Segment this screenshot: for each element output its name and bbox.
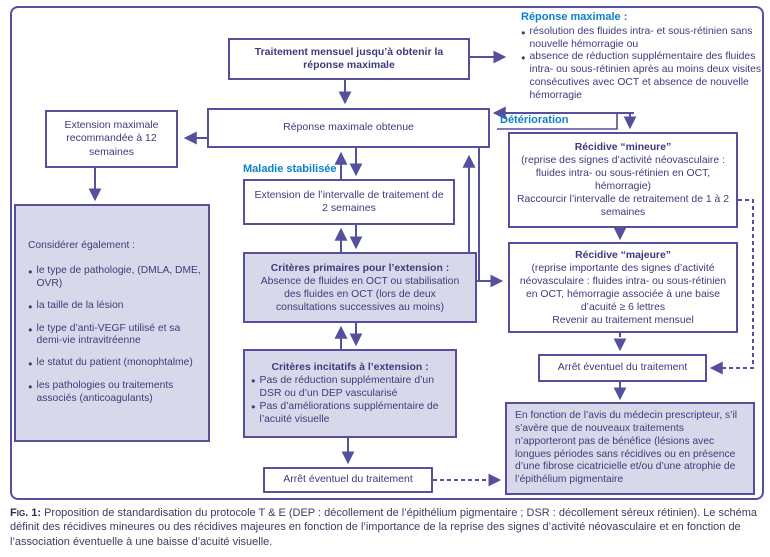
minor-recurrence-body: (reprise des signes d’activité néovascul… <box>521 155 725 192</box>
list-item-text: absence de réduction supplémentaire des … <box>529 51 762 102</box>
max-response-note-list: résolution des fluides intra- et sous-ré… <box>521 26 764 103</box>
physician-note-box: En fonction de l’avis du médecin prescri… <box>505 402 755 495</box>
major-recurrence-title: Récidive “majeure” <box>575 249 671 261</box>
incentive-criteria-list: Pas de réduction supplémentaire d’un DSR… <box>251 374 449 426</box>
stabilized-disease-label: Maladie stabilisée <box>243 163 337 175</box>
diagram-frame <box>10 6 764 500</box>
primary-criteria-body: Absence de fluides en OCT ou stabilisati… <box>260 275 460 313</box>
figure-caption-label: Fig. 1: <box>10 507 42 519</box>
consider-list: le type de pathologie, (DMLA, DME, OVR) … <box>28 265 202 406</box>
bullet-icon <box>28 357 33 371</box>
major-recurrence-action: Revenir au traitement mensuel <box>552 314 694 326</box>
major-recurrence-body: (reprise importante des signes d’activit… <box>519 262 727 313</box>
figure-caption-text: Proposition de standardisation du protoc… <box>10 507 757 548</box>
major-recurrence-box: Récidive “majeure” (reprise importante d… <box>508 242 738 333</box>
list-item-text: Pas d’améliorations supplémentaire de l’… <box>259 401 439 425</box>
consider-box: Considérer également : le type de pathol… <box>14 204 210 442</box>
list-item-text: la taille de la lésion <box>36 299 124 311</box>
bullet-icon <box>28 265 33 279</box>
list-item-text: le type de pathologie, (DMLA, DME, OVR) <box>36 264 201 289</box>
interval-extension-box: Extension de l’intervalle de traitement … <box>243 179 455 225</box>
monthly-treatment-box: Traitement mensuel jusqu’à obtenir la ré… <box>228 38 470 80</box>
primary-criteria-box: Critères primaires pour l’extension : Ab… <box>243 252 477 323</box>
list-item-text: le statut du patient (monophtalme) <box>36 357 193 369</box>
list-item-text: résolution des fluides intra- et sous-ré… <box>529 25 753 50</box>
list-item: résolution des fluides intra- et sous-ré… <box>521 26 764 52</box>
figure-caption: Fig. 1:Proposition de standardisation du… <box>10 506 762 549</box>
stop-treatment-center-box: Arrêt éventuel du traitement <box>263 467 433 493</box>
list-item: le type d’anti-VEGF utilisé et sa demi-v… <box>28 323 202 349</box>
bullet-icon <box>28 323 33 337</box>
max-extension-box: Extension maximale recommandée à 12 sema… <box>45 110 178 168</box>
list-item: Pas de réduction supplémentaire d’un DSR… <box>251 374 449 400</box>
list-item: Pas d’améliorations supplémentaire de l’… <box>251 400 449 426</box>
deterioration-label: Détérioration <box>500 114 569 126</box>
bullet-icon <box>251 400 256 413</box>
bullet-icon <box>521 51 526 65</box>
max-response-note: Réponse maximale : résolution des fluide… <box>521 11 764 103</box>
deterioration-underline <box>497 114 618 130</box>
consider-title: Considérer également : <box>28 240 136 252</box>
list-item-text: les pathologies ou traitements associés … <box>36 380 174 404</box>
list-item: absence de réduction supplémentaire des … <box>521 51 764 103</box>
bullet-icon <box>521 26 526 40</box>
monthly-treatment-text: Traitement mensuel jusqu’à obtenir la ré… <box>254 45 444 71</box>
list-item: la taille de la lésion <box>28 300 202 314</box>
physician-note-text: En fonction de l’avis du médecin prescri… <box>515 410 738 486</box>
max-response-note-title: Réponse maximale : <box>521 11 628 23</box>
minor-recurrence-action: Raccourcir l’intervalle de retraitement … <box>517 194 729 218</box>
list-item-text: Pas de réduction supplémentaire d’un DSR… <box>259 375 434 399</box>
list-item: le type de pathologie, (DMLA, DME, OVR) <box>28 265 202 291</box>
max-extension-text: Extension maximale recommandée à 12 sema… <box>64 119 159 158</box>
minor-recurrence-box: Récidive “mineure” (reprise des signes d… <box>508 132 738 228</box>
interval-extension-text: Extension de l’intervalle de traitement … <box>254 188 444 214</box>
incentive-criteria-title: Critères incitatifs à l’extension : <box>271 362 429 373</box>
minor-recurrence-title: Récidive “mineure” <box>574 142 672 153</box>
primary-criteria-title: Critères primaires pour l’extension : <box>270 262 450 274</box>
max-response-obtained-box: Réponse maximale obtenue <box>207 108 490 148</box>
stop-treatment-right-box: Arrêt éventuel du traitement <box>538 354 707 382</box>
bullet-icon <box>28 300 33 314</box>
bullet-icon <box>251 374 256 387</box>
arrow-response-to-major <box>478 148 504 288</box>
stop-treatment-right-text: Arrêt éventuel du traitement <box>557 361 688 374</box>
max-response-obtained-text: Réponse maximale obtenue <box>283 121 414 134</box>
list-item-text: le type d’anti-VEGF utilisé et sa demi-v… <box>36 322 181 347</box>
list-item: les pathologies ou traitements associés … <box>28 380 202 406</box>
bullet-icon <box>28 380 33 394</box>
list-item: le statut du patient (monophtalme) <box>28 357 202 371</box>
incentive-criteria-box: Critères incitatifs à l’extension : Pas … <box>243 349 457 438</box>
dashed-minor-to-stopright <box>709 199 754 375</box>
stop-treatment-center-text: Arrêt éventuel du traitement <box>283 473 413 486</box>
